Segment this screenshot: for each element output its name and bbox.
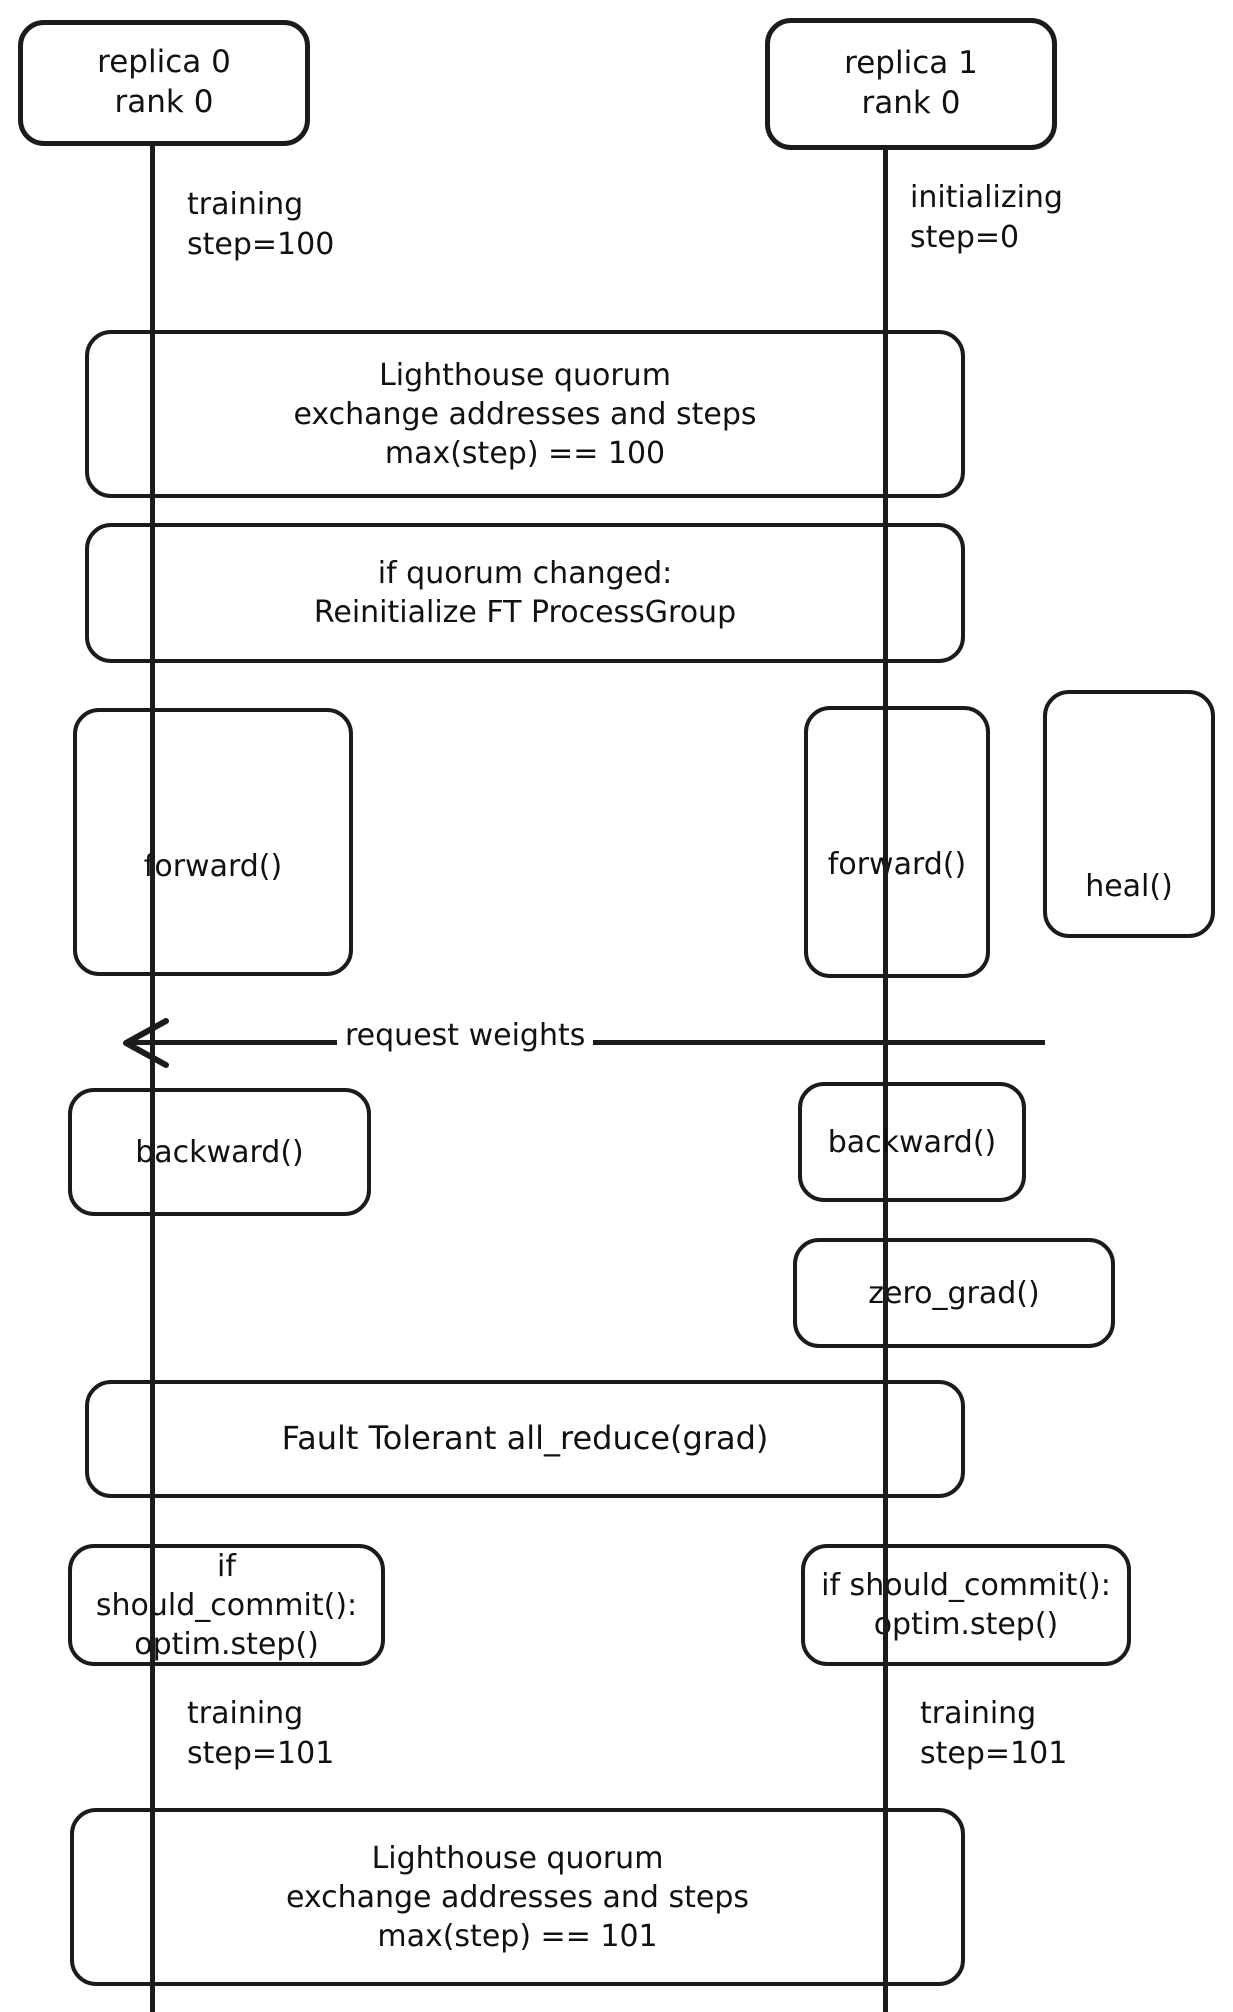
activation-forward-replica-0-label: forward() — [143, 848, 283, 884]
note-replica-0-training-step-101: training step=101 — [187, 1696, 335, 1771]
activation-fault-tolerant-all-reduce-label: Fault Tolerant all_reduce(grad) — [281, 1419, 769, 1458]
participant-replica-1-line1: replica 1 — [844, 45, 978, 82]
activation-forward-replica-0[interactable]: forward() — [73, 708, 353, 976]
activation-lighthouse-quorum-2[interactable]: Lighthouse quorum exchange addresses and… — [70, 1808, 965, 1986]
activation-heal-replica-1[interactable]: heal() — [1043, 690, 1215, 938]
activation-backward-replica-0[interactable]: backward() — [68, 1088, 371, 1216]
activation-reinitialize-process-group[interactable]: if quorum changed: Reinitialize FT Proce… — [85, 523, 965, 663]
activation-zero-grad-replica-1[interactable]: zero_grad() — [793, 1238, 1115, 1348]
note-replica-0-training-step-100: training step=100 — [187, 187, 335, 262]
activation-forward-replica-1-label: forward() — [827, 846, 967, 882]
participant-replica-0-line1: replica 0 — [97, 44, 231, 81]
activation-should-commit-replica-0[interactable]: if should_commit(): optim.step() — [68, 1544, 385, 1666]
lifeline-replica-0 — [150, 140, 155, 2012]
note-replica-1-training-step-101: training step=101 — [920, 1696, 1068, 1771]
activation-backward-replica-1[interactable]: backward() — [798, 1082, 1026, 1202]
activation-reinitialize-process-group-label: if quorum changed: Reinitialize FT Proce… — [313, 556, 737, 630]
activation-lighthouse-quorum-1[interactable]: Lighthouse quorum exchange addresses and… — [85, 330, 965, 498]
participant-replica-1[interactable]: replica 1 rank 0 — [765, 18, 1057, 150]
activation-heal-replica-1-label: heal() — [1085, 868, 1173, 904]
activation-fault-tolerant-all-reduce[interactable]: Fault Tolerant all_reduce(grad) — [85, 1380, 965, 1498]
participant-replica-1-line2: rank 0 — [861, 85, 961, 121]
activation-forward-replica-1[interactable]: forward() — [804, 706, 990, 978]
note-replica-1-initializing-step-0: initializing step=0 — [910, 180, 1063, 255]
participant-replica-0[interactable]: replica 0 rank 0 — [18, 20, 310, 146]
activation-should-commit-replica-0-label: if should_commit(): optim.step() — [95, 1548, 358, 1662]
participant-replica-0-line2: rank 0 — [114, 84, 214, 120]
activation-backward-replica-0-label: backward() — [135, 1134, 304, 1170]
lifeline-replica-1 — [883, 146, 888, 2012]
activation-zero-grad-replica-1-label: zero_grad() — [868, 1275, 1040, 1311]
activation-backward-replica-1-label: backward() — [827, 1124, 997, 1160]
activation-should-commit-replica-1[interactable]: if should_commit(): optim.step() — [801, 1544, 1131, 1666]
message-request-weights-label: request weights — [337, 1018, 594, 1053]
activation-should-commit-replica-1-label: if should_commit(): optim.step() — [821, 1568, 1111, 1642]
activation-lighthouse-quorum-1-label: Lighthouse quorum exchange addresses and… — [293, 357, 757, 471]
activation-lighthouse-quorum-2-label: Lighthouse quorum exchange addresses and… — [285, 1840, 750, 1954]
